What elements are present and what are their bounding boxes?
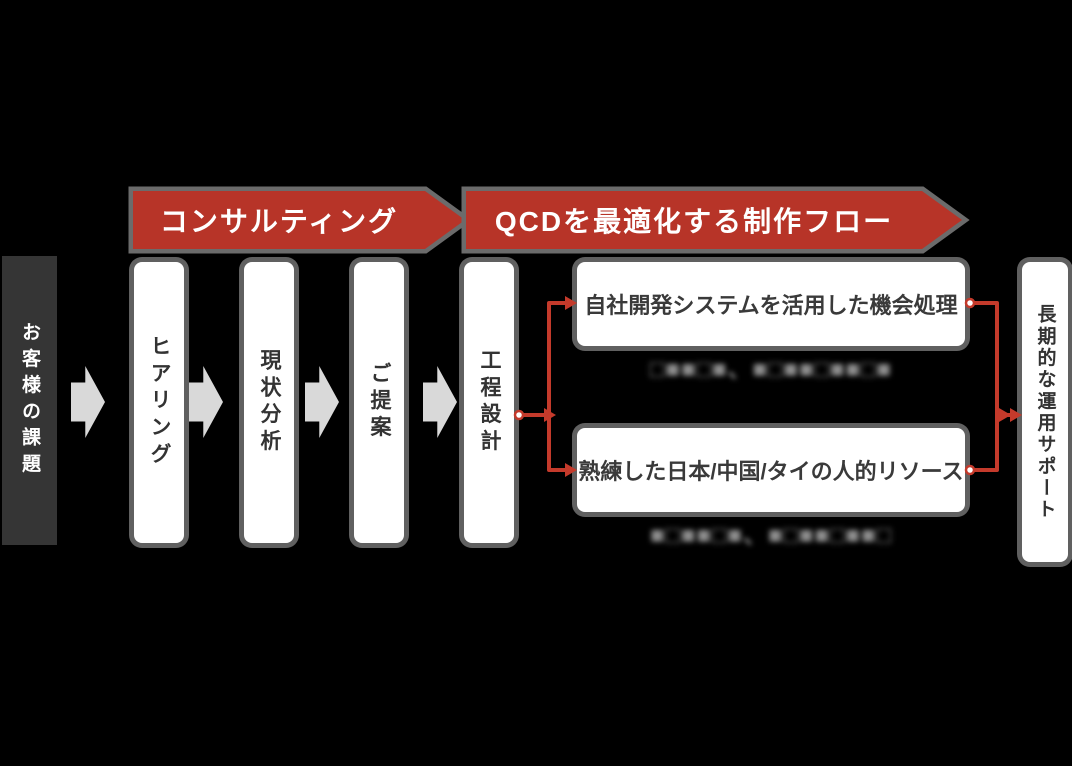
resource-human-blurred-caption: ■□■■□■、■□■■□■■□ <box>650 522 892 549</box>
long-term-support-label: 長期的な運用サポート <box>1034 303 1056 521</box>
step-process-design-box: 工程設計 <box>464 262 514 543</box>
flow-arrow-icon <box>423 366 457 438</box>
step-current-analysis-label: 現状分析 <box>258 348 281 457</box>
customer-problem-label: お客様の課題 <box>19 321 40 480</box>
connector-left-chevron-icon <box>544 408 556 422</box>
step-process-design-label: 工程設計 <box>478 348 501 457</box>
flow-arrow-icon <box>305 366 339 438</box>
step-proposal-box: ご提案 <box>354 262 404 543</box>
connector-left-bracket <box>547 301 567 472</box>
resource-human-label: 熟練した日本/中国/タイの人的リソース <box>578 459 964 484</box>
long-term-support-box: 長期的な運用サポート <box>1022 262 1068 562</box>
connector-right-chevron-icon <box>999 408 1011 422</box>
connector-origin-dot <box>964 464 976 476</box>
production-flow-phase-banner <box>461 186 970 254</box>
production-flow-phase-label: QCDを最適化する制作フロー <box>494 206 894 237</box>
connector-origin-dot <box>513 409 525 421</box>
customer-problem-box: お客様の課題 <box>2 256 57 545</box>
resource-human-box: 熟練した日本/中国/タイの人的リソース <box>577 428 965 512</box>
connector-origin-dot <box>964 297 976 309</box>
step-proposal-label: ご提案 <box>368 362 391 443</box>
resource-system-box: 自社開発システムを活用した機会処理 <box>577 262 965 346</box>
resource-system-blurred-caption: □■■□■、■□■■□■■□■ <box>650 356 892 383</box>
step-hearing-box: ヒアリング <box>134 262 184 543</box>
connector-arrowhead-right-icon <box>1010 408 1022 422</box>
step-current-analysis-box: 現状分析 <box>244 262 294 543</box>
step-hearing-label: ヒアリング <box>148 335 171 470</box>
connector-arrowhead-bottom-icon <box>565 463 577 477</box>
resource-system-label: 自社開発システムを活用した機会処理 <box>584 293 958 318</box>
consulting-phase-label: コンサルティング <box>159 206 399 237</box>
consulting-phase-banner <box>128 186 473 254</box>
connector-arrowhead-top-icon <box>565 296 577 310</box>
flow-arrow-icon <box>71 366 105 438</box>
flow-arrow-icon <box>189 366 223 438</box>
